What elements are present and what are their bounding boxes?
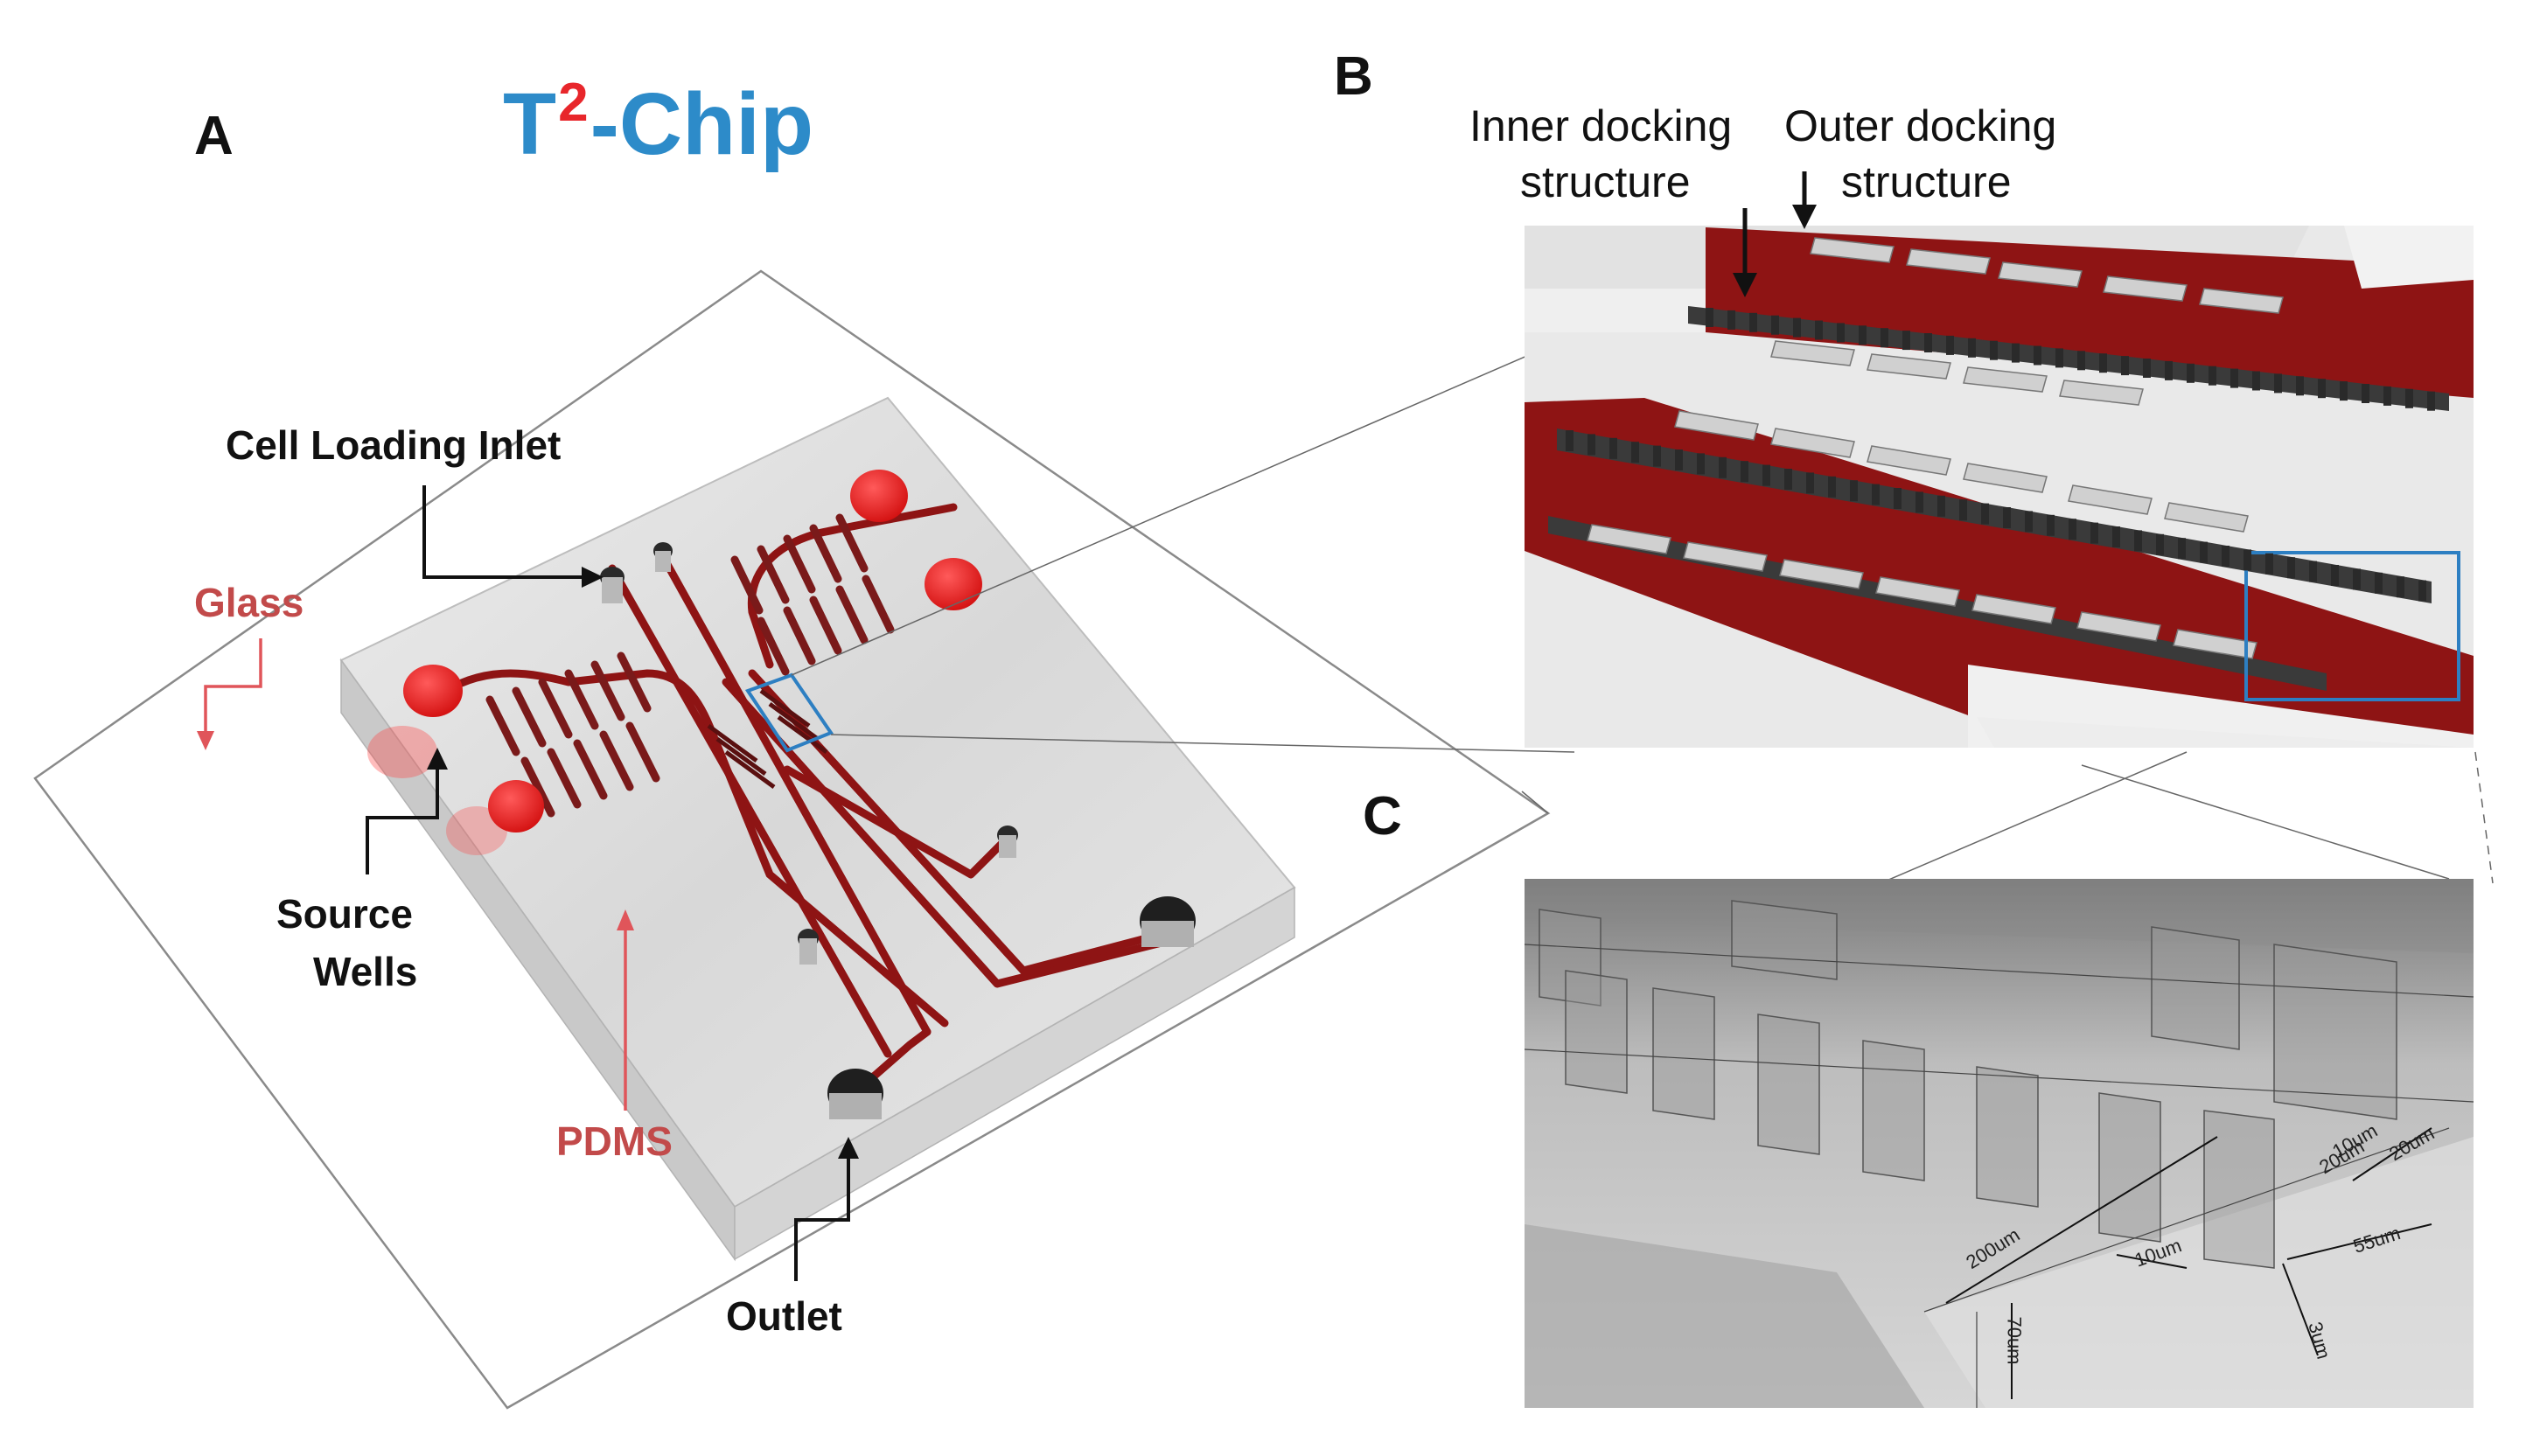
source-wells-label-line1: Source bbox=[276, 891, 413, 937]
inlet-port-4 bbox=[997, 826, 1018, 858]
cell-loading-inlet-label: Cell Loading Inlet bbox=[226, 422, 562, 468]
outlet-port-right bbox=[1140, 896, 1196, 947]
cell-loading-inlet-port bbox=[600, 567, 625, 603]
middle-comb-teeth bbox=[1566, 430, 2426, 602]
panel-label-b: B bbox=[1334, 46, 1373, 107]
glass-label: Glass bbox=[194, 580, 304, 625]
source-well-1 bbox=[403, 665, 463, 717]
outlet-port-left bbox=[827, 1069, 883, 1119]
outer-docking-label-line2: structure bbox=[1841, 157, 2012, 206]
callout-arrows-a bbox=[366, 485, 859, 1281]
outer-docking-label-line1: Outer docking bbox=[1784, 101, 2057, 150]
source-wells-label-line2: Wells bbox=[313, 949, 418, 994]
upper-comb-teeth bbox=[1706, 308, 2435, 411]
inlet-port-2 bbox=[653, 542, 673, 572]
callout-arrows-b bbox=[1733, 171, 1817, 297]
highlight-box-a bbox=[744, 672, 834, 753]
chip-title-main: T bbox=[503, 75, 557, 173]
panel-label-a: A bbox=[194, 106, 234, 166]
left-serpentine-mixer bbox=[485, 651, 660, 818]
source-well-4 bbox=[925, 558, 982, 610]
inner-docking-label-line2: structure bbox=[1520, 157, 1691, 206]
chip-title: T2-Chip bbox=[503, 72, 813, 175]
right-serpentine-mixer bbox=[730, 513, 895, 676]
trap-region bbox=[707, 688, 828, 790]
pdms-label: PDMS bbox=[556, 1118, 673, 1164]
panel-c-render bbox=[1524, 879, 2474, 1408]
panel-label-c: C bbox=[1363, 786, 1402, 846]
chip-title-superscript: 2 bbox=[558, 73, 589, 133]
inner-docking-label-line1: Inner docking bbox=[1469, 101, 1733, 150]
pdms-chip bbox=[339, 396, 1296, 1262]
highlight-box-b bbox=[2244, 551, 2460, 701]
source-well-2 bbox=[488, 780, 544, 832]
source-well-3 bbox=[850, 470, 908, 522]
callout-arrows-red bbox=[197, 638, 634, 1111]
panel-b-render bbox=[1525, 226, 2474, 748]
inlet-port-3 bbox=[798, 929, 819, 965]
dimension-70um: 70um bbox=[2003, 1316, 2026, 1365]
zoom-guide-lines bbox=[791, 296, 2494, 884]
chip-title-suffix: -Chip bbox=[590, 75, 814, 173]
outlet-label: Outlet bbox=[726, 1293, 842, 1339]
